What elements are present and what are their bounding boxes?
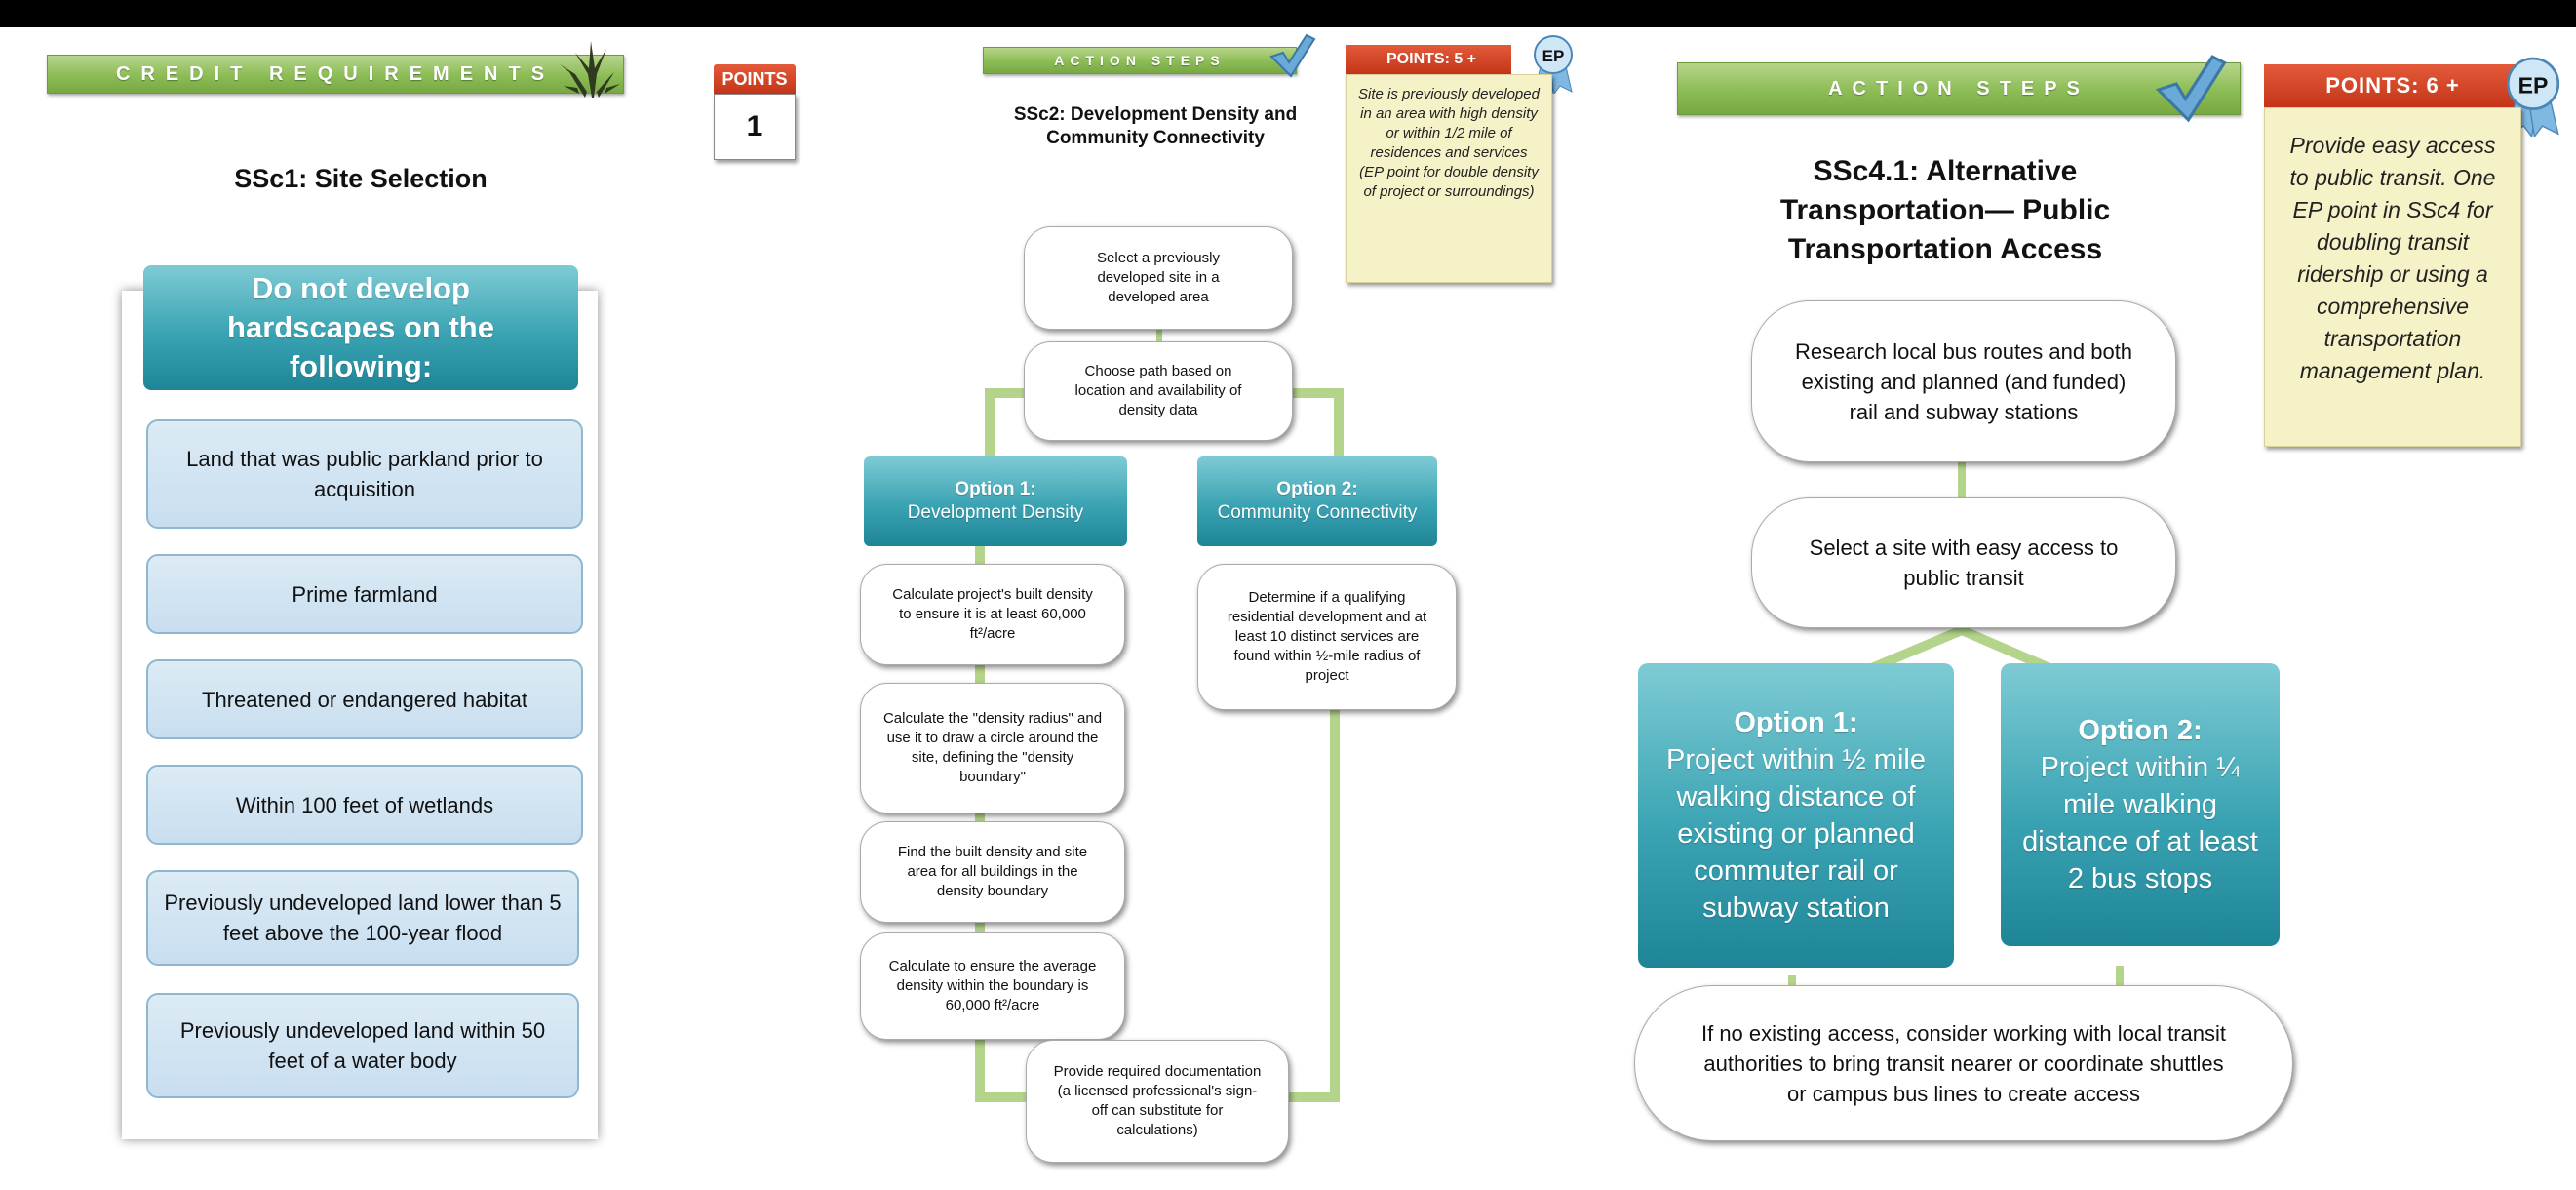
ribbon-icon: EP (1534, 35, 1573, 94)
ribbon-ep-label: EP (2518, 72, 2549, 98)
page-title-ssc4: SSc4.1: Alternative Transportation— Publ… (1779, 155, 2111, 265)
opt1-step-site-area: Find the built density and site area for… (860, 821, 1125, 923)
list-item: Prime farmland (146, 554, 583, 634)
option2-bus-access: Option 2: Project within ¼ mile walking … (2001, 663, 2280, 946)
option2-text: Project within ¼ mile walking distance o… (2022, 752, 2258, 894)
flow-connector (1279, 1092, 1340, 1102)
option2-title: Option 2: (1276, 479, 1358, 499)
flow-connector (1958, 456, 1966, 513)
list-item: Previously undeveloped land lower than 5… (146, 870, 579, 966)
list-item: Previously undeveloped land within 50 fe… (146, 993, 579, 1098)
ribbon-ep-label: EP (1542, 47, 1565, 65)
action-steps-banner-2: ACTION STEPS (983, 47, 1297, 74)
option2-title: Option 2: (2078, 715, 2203, 746)
page-title-ssc2: SSc2: Development Density and Community … (1013, 104, 1298, 148)
opt1-step-density-radius: Calculate the "density radius" and use i… (860, 683, 1125, 813)
points-label-3: POINTS: 6 + (2264, 64, 2521, 107)
checkmark-icon (2155, 55, 2227, 123)
option1-title: Option 1: (955, 479, 1036, 499)
flow-connector (2116, 966, 2124, 995)
points-label-1: POINTS (714, 64, 796, 94)
points-note-2: Site is previously developed in an area … (1346, 74, 1552, 283)
points-label-2: POINTS: 5 + (1346, 45, 1511, 74)
opt1-step-built-density: Calculate project's built density to ens… (860, 564, 1125, 665)
flow-step-research-routes: Research local bus routes and both exist… (1751, 300, 2176, 462)
option2-subtitle: Community Connectivity (1217, 502, 1418, 523)
flow-step-coordinate-transit: If no existing access, consider working … (1634, 985, 2293, 1141)
points-value-1: 1 (714, 94, 796, 160)
checkmark-icon (1269, 33, 1316, 78)
option2-community-connectivity: Option 2: Community Connectivity (1197, 456, 1437, 546)
list-item: Within 100 feet of wetlands (146, 765, 583, 845)
plant-icon (560, 41, 624, 98)
option1-text: Project within ½ mile walking distance o… (1666, 744, 1926, 924)
banner-label: CREDIT REQUIREMENTS (115, 62, 556, 85)
flow-connector (975, 1092, 1043, 1102)
list-item: Threatened or endangered habitat (146, 659, 583, 739)
flow-step-select-transit-site: Select a site with easy access to public… (1751, 497, 2176, 628)
option1-development-density: Option 1: Development Density (864, 456, 1127, 546)
opt1-step-average-density: Calculate to ensure the average density … (860, 932, 1125, 1040)
flow-step-documentation: Provide required documentation (a licens… (1026, 1040, 1289, 1163)
option1-rail-access: Option 1: Project within ½ mile walking … (1638, 663, 1954, 968)
flow-connector (1334, 388, 1344, 460)
list-item: Land that was public parkland prior to a… (146, 419, 583, 529)
flow-connector (1330, 700, 1340, 1100)
points-note-3: Provide easy access to public transit. O… (2264, 107, 2521, 447)
banner-label: ACTION STEPS (1828, 77, 2089, 99)
opt2-step-qualifying-services: Determine if a qualifying residential de… (1197, 564, 1457, 710)
flow-step-select-site: Select a previously developed site in a … (1024, 226, 1293, 330)
page-title-ssc1: SSc1: Site Selection (234, 164, 488, 193)
flow-connector (985, 388, 995, 460)
hardscape-list-heading: Do not develop hardscapes on the followi… (143, 265, 578, 390)
banner-label: ACTION STEPS (1054, 53, 1226, 68)
option1-title: Option 1: (1734, 707, 1858, 738)
credit-requirements-banner: CREDIT REQUIREMENTS (47, 55, 624, 94)
action-steps-banner-3: ACTION STEPS (1677, 62, 2241, 115)
flow-step-choose-path: Choose path based on location and availa… (1024, 341, 1293, 441)
option1-subtitle: Development Density (907, 502, 1084, 523)
